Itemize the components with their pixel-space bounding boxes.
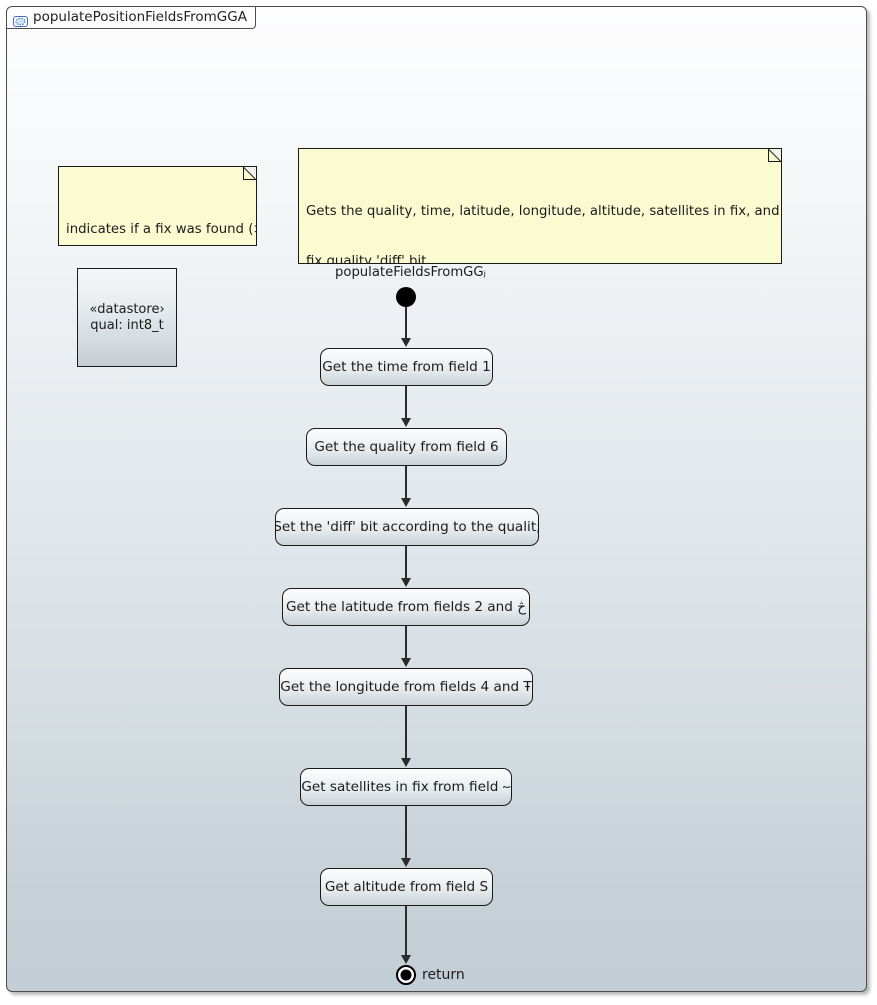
note-line: Gets the quality, time, latitude, longit… xyxy=(306,203,782,219)
flow-connector xyxy=(405,626,407,658)
flow-arrowhead xyxy=(401,658,411,667)
flow-arrowhead xyxy=(401,498,411,507)
flow-connector xyxy=(405,307,407,338)
flow-connector xyxy=(405,706,407,758)
activity-node[interactable]: Get the time from field 1 xyxy=(320,348,493,386)
flow-connector xyxy=(405,466,407,498)
flow-arrowhead xyxy=(401,338,411,347)
note-line: fix quality 'diff' bit xyxy=(306,253,427,264)
flow-arrowhead xyxy=(401,578,411,587)
activity-flow: populateFieldsFromGGⱼ Get the time from … xyxy=(7,7,866,991)
flow-arrowhead xyxy=(401,858,411,867)
flow-arrowhead xyxy=(401,418,411,427)
note-fold-corner xyxy=(768,149,781,162)
activity-node[interactable]: Set the 'diff' bit according to the qual… xyxy=(275,508,539,546)
datastore-field: qual: int8_t xyxy=(90,317,164,333)
qual-note: indicates if a fix was found (> 0) or th… xyxy=(58,166,257,246)
flow-connector xyxy=(405,386,407,418)
activity-diagram-icon xyxy=(13,12,28,27)
datastore-stereotype: «datastore› xyxy=(89,301,165,317)
note-fold-corner xyxy=(243,167,256,180)
activity-node[interactable]: Get the latitude from fields 2 and څ xyxy=(282,588,530,626)
flow-arrowhead xyxy=(401,758,411,767)
datastore-node: «datastore› qual: int8_t xyxy=(77,268,177,367)
activity-node[interactable]: Get altitude from field Ѕ xyxy=(320,868,493,906)
note-line: indicates if a fix was found (> xyxy=(66,221,257,237)
end-node-label: return xyxy=(422,967,465,983)
page-title: populatePositionFieldsFromGGA xyxy=(33,8,247,25)
description-note: Gets the quality, time, latitude, longit… xyxy=(298,148,782,264)
flow-connector xyxy=(405,906,407,955)
diagram-title-bar: populatePositionFieldsFromGGA xyxy=(7,7,256,29)
end-node xyxy=(396,965,416,985)
activity-diagram-frame: populatePositionFieldsFromGGA indicates … xyxy=(6,6,867,992)
start-node-label: populateFieldsFromGGⱼ xyxy=(335,265,486,280)
start-node xyxy=(396,287,416,307)
activity-node[interactable]: Get the longitude from fields 4 and Ŧ xyxy=(279,668,533,706)
flow-arrowhead xyxy=(401,955,411,964)
flow-connector xyxy=(405,806,407,858)
activity-node[interactable]: Get satellites in fix from field ؅ xyxy=(300,768,512,806)
flow-connector xyxy=(405,546,407,578)
activity-node[interactable]: Get the quality from field 6 xyxy=(306,428,507,466)
